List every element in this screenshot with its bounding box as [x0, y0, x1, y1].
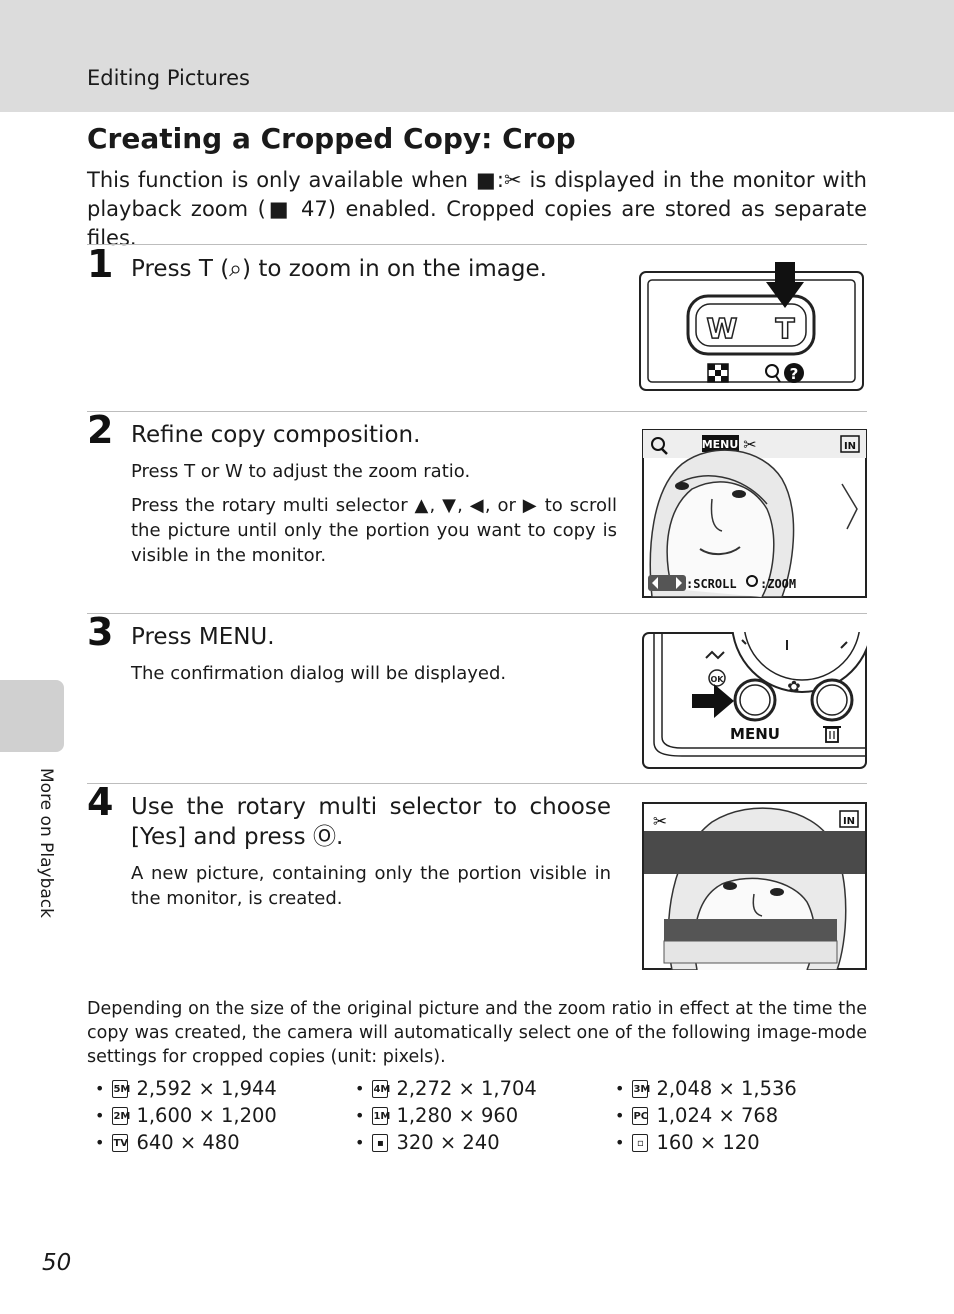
- confirm-dialog-figure: ✂ IN: [642, 802, 867, 970]
- t-label: T: [775, 312, 794, 345]
- image-size-value: 1,280 × 960: [396, 1104, 519, 1127]
- thumbnail-icon: [707, 363, 729, 383]
- step-body: A new picture, containing only the porti…: [131, 863, 611, 909]
- scissors-icon: ✂: [653, 812, 667, 832]
- step-number: 1: [87, 242, 114, 286]
- in-label: IN: [844, 441, 856, 452]
- bullet: •: [95, 1106, 105, 1125]
- scissors-icon: ✂: [743, 435, 756, 454]
- w-label: W: [707, 312, 738, 345]
- image-mode-icon: 4M: [372, 1079, 390, 1098]
- step-heading: Press MENU.: [131, 624, 275, 650]
- image-mode-icon: 3M: [632, 1079, 650, 1098]
- list-item: • ▪ 320 × 240: [355, 1131, 615, 1154]
- image-mode-icon: ▫: [632, 1133, 649, 1152]
- list-item: • 5M 2,592 × 1,944: [95, 1077, 355, 1100]
- bullet: •: [355, 1079, 365, 1098]
- scroll-label: :SCROLL: [686, 577, 737, 591]
- zoom-icon: [651, 437, 665, 451]
- list-item: • TV 640 × 480: [95, 1131, 355, 1154]
- zoom-icon: [765, 364, 779, 378]
- bullet: •: [355, 1133, 365, 1152]
- monitor-figure: MENU ✂ IN :SCROLL :ZOOM: [642, 429, 867, 598]
- side-label: More on Playback: [36, 768, 56, 918]
- list-item: • ▫ 160 × 120: [615, 1131, 875, 1154]
- step-heading: Refine copy composition.: [131, 422, 421, 448]
- menu-label: MENU: [702, 438, 739, 451]
- step-body: The confirmation dialog will be displaye…: [131, 663, 507, 684]
- bullet: •: [615, 1133, 625, 1152]
- page-title: Creating a Cropped Copy: Crop: [87, 122, 576, 155]
- svg-text:?: ?: [790, 365, 799, 383]
- header-band: Editing Pictures: [0, 0, 954, 112]
- side-tab: [0, 680, 64, 752]
- image-size-value: 320 × 240: [396, 1131, 500, 1154]
- section-title: Editing Pictures: [87, 66, 250, 90]
- image-size-value: 1,024 × 768: [656, 1104, 779, 1127]
- bullet: •: [95, 1079, 105, 1098]
- step-body: Press T or W to adjust the zoom ratio.: [131, 461, 471, 482]
- bullet: •: [355, 1106, 365, 1125]
- image-size-value: 2,592 × 1,944: [136, 1077, 277, 1100]
- image-size-value: 160 × 120: [656, 1131, 760, 1154]
- image-mode-list: • 5M 2,592 × 1,944 • 4M 2,272 × 1,704 • 3M 2,048…: [95, 1077, 875, 1154]
- trash-icon: [823, 726, 841, 743]
- divider: [87, 783, 867, 784]
- svg-text:OK: OK: [711, 675, 725, 684]
- image-mode-icon: TV: [112, 1133, 129, 1152]
- bullet: •: [615, 1079, 625, 1098]
- zoom-label: :ZOOM: [760, 577, 796, 591]
- image-mode-icon: 1M: [372, 1106, 390, 1125]
- image-mode-icon: 2M: [112, 1106, 130, 1125]
- step-heading: Press T (⌕) to zoom in on the image.: [131, 256, 547, 282]
- dialog-option: [664, 919, 837, 941]
- image-size-value: 2,048 × 1,536: [656, 1077, 797, 1100]
- in-label: IN: [843, 816, 855, 827]
- intro-text: This function is only available when ■:✂…: [87, 168, 867, 250]
- list-item: • 2M 1,600 × 1,200: [95, 1104, 355, 1127]
- list-item: • PC 1,024 × 768: [615, 1104, 875, 1127]
- step-heading: Use the rotary multi selector to choose …: [131, 794, 611, 850]
- list-item: • 1M 1,280 × 960: [355, 1104, 615, 1127]
- dialog-option: [663, 940, 838, 964]
- menu-button-label: MENU: [730, 725, 780, 743]
- step-body: Press the rotary multi selector ▲, ▼, ◀,…: [131, 495, 617, 566]
- image-size-value: 2,272 × 1,704: [396, 1077, 537, 1100]
- step-number: 3: [87, 610, 114, 654]
- zoom-lever-figure: W T ?: [639, 262, 864, 391]
- divider: [87, 411, 867, 412]
- bullet: •: [615, 1106, 625, 1125]
- image-mode-icon: PC: [632, 1106, 649, 1125]
- bullet: •: [95, 1133, 105, 1152]
- list-item: • 3M 2,048 × 1,536: [615, 1077, 875, 1100]
- list-item: • 4M 2,272 × 1,704: [355, 1077, 615, 1100]
- step-number: 2: [87, 408, 114, 452]
- menu-button-figure: OK ✿ MENU: [642, 632, 867, 769]
- help-icon: [784, 363, 804, 383]
- page-number: 50: [42, 1250, 72, 1276]
- dialog-banner: [644, 831, 865, 874]
- image-size-value: 1,600 × 1,200: [136, 1104, 277, 1127]
- macro-icon: ✿: [787, 677, 800, 696]
- step-number: 4: [87, 780, 114, 824]
- depending-note: Depending on the size of the original pi…: [87, 999, 867, 1067]
- divider: [87, 613, 867, 614]
- image-mode-icon: 5M: [112, 1079, 130, 1098]
- image-mode-icon: ▪: [372, 1133, 389, 1152]
- divider: [87, 244, 867, 245]
- image-size-value: 640 × 480: [136, 1131, 240, 1154]
